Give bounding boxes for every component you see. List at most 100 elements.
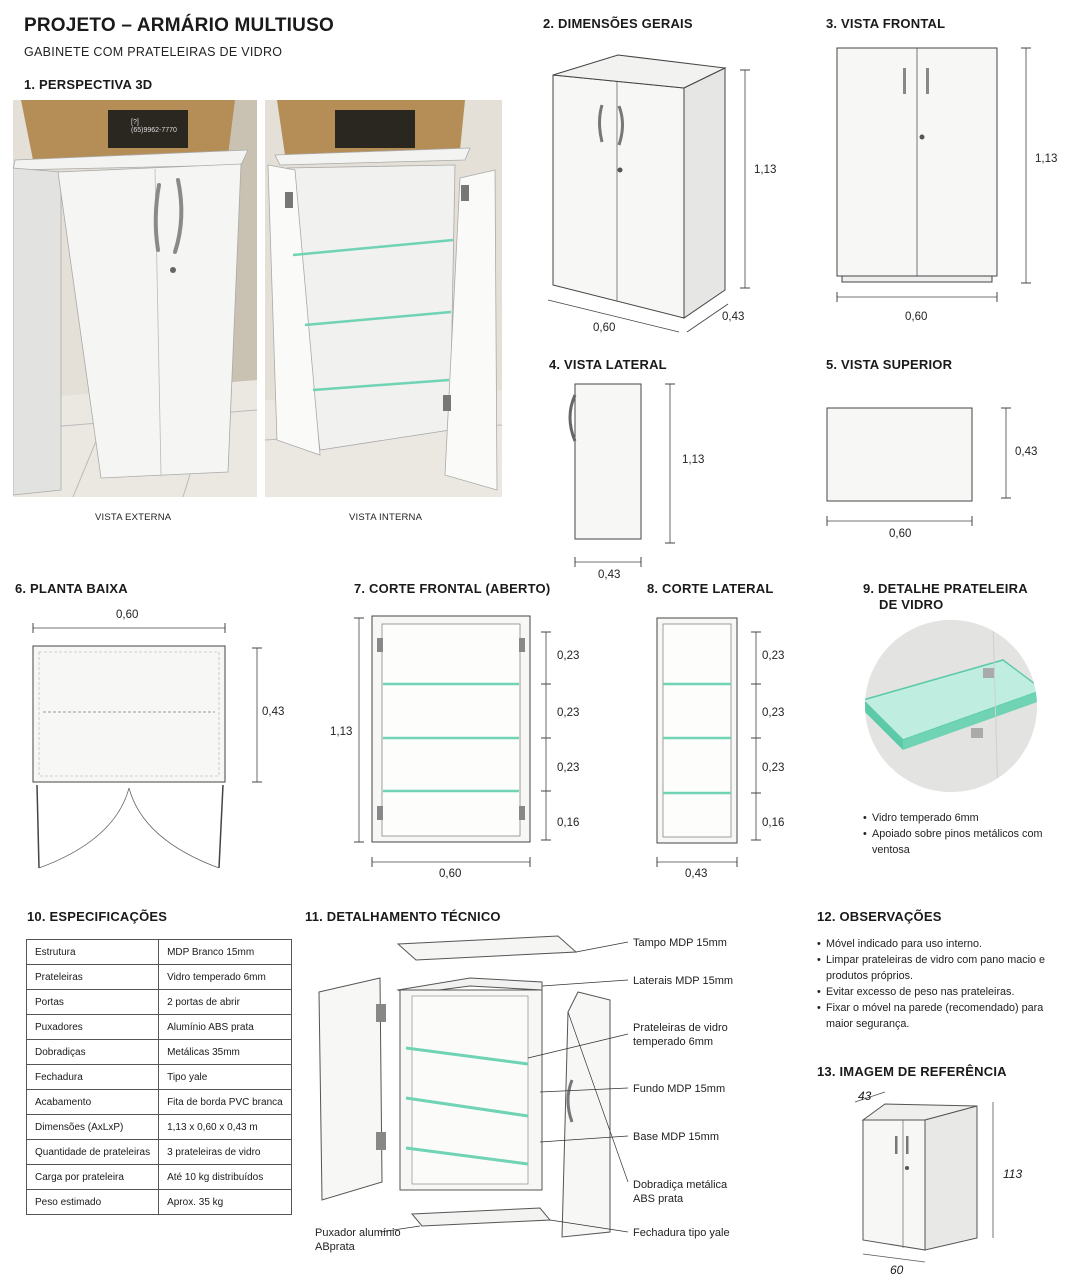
spec-value: Vidro temperado 6mm: [158, 964, 292, 990]
ref-dim-height: 113: [1003, 1167, 1023, 1181]
glass-detail-list: Vidro temperado 6mm Apoiado sobre pinos …: [863, 810, 1073, 858]
section-title-glass-detail: 9. DETALHE PRATELEIRA: [863, 581, 1028, 596]
observation-item: Fixar o móvel na parede (recomendado) pa…: [817, 1000, 1047, 1032]
exploded-view-drawing: [318, 935, 629, 1238]
spec-value: Metálicas 35mm: [158, 1039, 292, 1065]
dim-height-general: 1,13: [754, 164, 777, 176]
spec-value: Até 10 kg distribuídos: [158, 1164, 292, 1190]
spec-label: Peso estimado: [25, 1189, 160, 1215]
dim-width-top: 0,60: [889, 528, 912, 540]
section-title-glass-detail-line2: DE VIDRO: [879, 597, 944, 612]
photo-internal: [265, 100, 502, 497]
label-shelves: Prateleiras de vidro temperado 6mm: [633, 1022, 728, 1048]
photo-external: [?] (65)9962-7770: [13, 100, 257, 497]
dim-gap3-side: 0,23: [762, 762, 785, 774]
spec-value: 2 portas de abrir: [158, 989, 292, 1015]
caption-external: VISTA EXTERNA: [95, 512, 172, 523]
spec-value: Fita de borda PVC branca: [158, 1089, 292, 1115]
spec-value: Tipo yale: [158, 1064, 292, 1090]
section-title-front-view: 3. VISTA FRONTAL: [826, 16, 946, 31]
glass-detail-item: Vidro temperado 6mm: [863, 810, 1073, 826]
glass-detail-item: Apoiado sobre pinos metálicos com ventos…: [863, 826, 1073, 858]
ref-dim-width: 60: [890, 1263, 904, 1277]
observation-item: Limpar prateleiras de vidro com pano mac…: [817, 952, 1047, 984]
dim-depth-general: 0,43: [722, 311, 745, 323]
dim-height-front: 1,13: [1035, 153, 1058, 165]
dim-width-front-section: 0,60: [439, 868, 462, 880]
spec-label: Portas: [25, 989, 160, 1015]
dim-depth-side-section: 0,43: [685, 868, 708, 880]
page-title: PROJETO – ARMÁRIO MULTIUSO: [24, 15, 334, 36]
spec-label: Fechadura: [25, 1064, 160, 1090]
section-title-dimensions: 2. DIMENSÕES GERAIS: [543, 16, 693, 31]
front-section-drawing: [354, 615, 551, 867]
dim-depth-plan: 0,43: [262, 706, 285, 718]
spec-label: Acabamento: [25, 1089, 160, 1115]
label-sides: Laterais MDP 15mm: [633, 975, 734, 987]
dim-gap2-side: 0,23: [762, 707, 785, 719]
section-title-side-view: 4. VISTA LATERAL: [549, 357, 667, 372]
dim-gap1-side: 0,23: [762, 650, 785, 662]
dim-depth-top: 0,43: [1015, 446, 1038, 458]
dim-width-general: 0,60: [593, 322, 616, 334]
label-handle: Puxador alumínio ABprata: [315, 1227, 401, 1253]
side-view-drawing: [568, 383, 675, 567]
spec-label: Estrutura: [25, 939, 160, 965]
section-title-side-section: 8. CORTE LATERAL: [647, 581, 774, 596]
spec-value: 3 prateleiras de vidro: [158, 1139, 292, 1165]
spec-value: Alumínio ABS prata: [158, 1014, 292, 1040]
front-view-drawing: [836, 47, 1031, 302]
dim-depth-side: 0,43: [598, 569, 621, 581]
dim-gap2-front: 0,23: [557, 707, 580, 719]
dim-gap3-front: 0,23: [557, 762, 580, 774]
side-section-drawing: [656, 617, 761, 867]
table-row: Dimensões (AxLxP)1,13 x 0,60 x 0,43 m: [25, 1114, 292, 1140]
label-base: Base MDP 15mm: [633, 1131, 719, 1143]
spec-value: Aprox. 35 kg: [158, 1189, 292, 1215]
section-title-specs: 10. ESPECIFICAÇÕES: [27, 909, 168, 924]
label-hinge: Dobradiça metálica ABS prata: [633, 1179, 728, 1205]
reference-sketch: [854, 1091, 994, 1263]
section-title-perspective: 1. PERSPECTIVA 3D: [24, 77, 153, 92]
spec-label: Quantidade de prateleiras: [25, 1139, 160, 1165]
section-title-top-view: 5. VISTA SUPERIOR: [826, 357, 953, 372]
dim-width-plan: 0,60: [116, 609, 139, 621]
glass-shelf-detail-image: [865, 620, 1037, 792]
box-label-top: [?]: [131, 119, 139, 126]
dimensions-drawing: [547, 54, 750, 333]
spec-label: Prateleiras: [25, 964, 160, 990]
top-view-drawing: [826, 407, 1011, 526]
spec-value: 1,13 x 0,60 x 0,43 m: [158, 1114, 292, 1140]
dim-gap4-side: 0,16: [762, 817, 785, 829]
floor-plan-drawing: [32, 623, 262, 869]
observation-item: Evitar excesso de peso nas prateleiras.: [817, 984, 1047, 1000]
section-title-technical: 11. DETALHAMENTO TÉCNICO: [305, 909, 501, 924]
section-title-floor-plan: 6. PLANTA BAIXA: [15, 581, 128, 596]
dim-height-front-section: 1,13: [330, 726, 353, 738]
section-title-front-section: 7. CORTE FRONTAL (ABERTO): [354, 581, 551, 596]
caption-internal: VISTA INTERNA: [349, 512, 423, 523]
section-title-reference: 13. IMAGEM DE REFERÊNCIA: [817, 1064, 1007, 1079]
dim-width-front: 0,60: [905, 311, 928, 323]
dim-gap4-front: 0,16: [557, 817, 580, 829]
spec-label: Carga por prateleira: [25, 1164, 160, 1190]
dim-gap1-front: 0,23: [557, 650, 580, 662]
spec-label: Dimensões (AxLxP): [25, 1114, 160, 1140]
dim-height-side: 1,13: [682, 454, 705, 466]
label-back: Fundo MDP 15mm: [633, 1083, 726, 1095]
section-title-observations: 12. OBSERVAÇÕES: [817, 909, 942, 924]
label-top: Tampo MDP 15mm: [633, 937, 727, 949]
box-label-bottom: (65)9962-7770: [131, 127, 177, 134]
ref-dim-depth: 43: [858, 1089, 872, 1103]
label-lock: Fechadura tipo yale: [633, 1227, 730, 1239]
